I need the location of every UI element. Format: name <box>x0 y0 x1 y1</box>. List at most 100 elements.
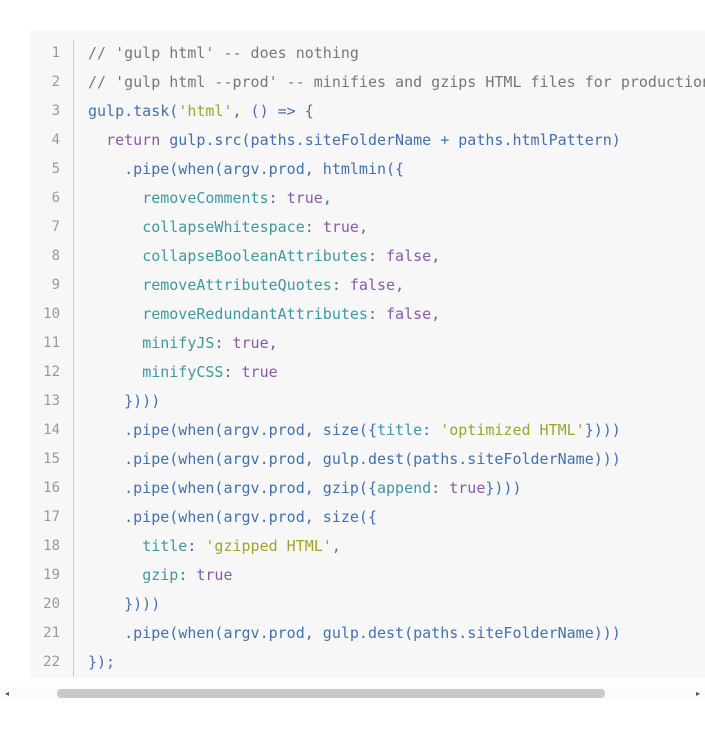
code-token-code: }))) <box>88 392 161 410</box>
horizontal-scrollbar[interactable]: ◂ ▸ <box>0 687 705 700</box>
scrollbar-track[interactable] <box>14 687 691 700</box>
code-token-property: minifyJS <box>142 334 215 352</box>
code-line: 12 minifyCSS: true <box>30 358 705 387</box>
code-line: 9 removeAttributeQuotes: false, <box>30 271 705 300</box>
code-token-property: title <box>376 421 423 439</box>
code-token-property: title <box>142 537 188 555</box>
code-token-code: , <box>322 189 332 207</box>
code-token-code: }))) <box>88 595 161 613</box>
code-token-code: : <box>268 189 287 207</box>
code-text: removeAttributeQuotes: false, <box>74 271 404 300</box>
line-number: 5 <box>30 155 74 184</box>
code-line: 2// 'gulp html --prod' -- minifies and g… <box>30 68 705 97</box>
code-line: 21 .pipe(when(argv.prod, gulp.dest(paths… <box>30 619 705 648</box>
code-token-code: : <box>223 363 242 381</box>
code-token-code: : <box>187 537 206 555</box>
code-line: 20 }))) <box>30 590 705 619</box>
line-number: 7 <box>30 213 74 242</box>
code-token-code: , <box>268 334 278 352</box>
code-token-code: , <box>431 247 441 265</box>
code-token-boolean: false <box>386 305 432 323</box>
code-token-code <box>88 363 142 381</box>
code-line: 16 .pipe(when(argv.prod, gzip({append: t… <box>30 474 705 503</box>
code-text: collapseWhitespace: true, <box>74 213 368 242</box>
code-token-code: gulp.task( <box>88 102 179 120</box>
code-line: 13 }))) <box>30 387 705 416</box>
code-text: }); <box>74 648 115 677</box>
line-number: 22 <box>30 648 74 677</box>
code-token-property: removeComments <box>142 189 269 207</box>
scroll-right-button[interactable]: ▸ <box>695 689 700 698</box>
code-text: .pipe(when(argv.prod, size({ <box>74 503 377 532</box>
code-text: title: 'gzipped HTML', <box>74 532 341 561</box>
code-text: gulp.task('html', () => { <box>74 97 314 126</box>
line-number: 4 <box>30 126 74 155</box>
code-token-code: : <box>331 276 350 294</box>
line-number: 20 <box>30 590 74 619</box>
code-token-string: 'gzipped HTML' <box>205 537 332 555</box>
code-token-code: , <box>431 305 441 323</box>
scroll-left-button[interactable]: ◂ <box>4 689 9 698</box>
line-number: 15 <box>30 445 74 474</box>
code-token-boolean: true <box>241 363 278 381</box>
line-number: 3 <box>30 97 74 126</box>
code-token-code: }))) <box>485 479 522 497</box>
code-text: .pipe(when(argv.prod, gzip({append: true… <box>74 474 521 503</box>
code-text: removeRedundantAttributes: false, <box>74 300 440 329</box>
code-line: 11 minifyJS: true, <box>30 329 705 358</box>
code-text: }))) <box>74 387 160 416</box>
code-line: 14 .pipe(when(argv.prod, size({title: 'o… <box>30 416 705 445</box>
code-text: .pipe(when(argv.prod, gulp.dest(paths.si… <box>74 445 621 474</box>
code-token-property: removeRedundantAttributes <box>142 305 368 323</box>
scrollbar-thumb[interactable] <box>56 689 605 698</box>
line-number: 11 <box>30 329 74 358</box>
code-token-code <box>88 305 142 323</box>
code-token-comment: // 'gulp html' -- does nothing <box>88 44 359 62</box>
code-token-code: .pipe(when(argv.prod, gulp.dest(paths.si… <box>88 450 621 468</box>
code-line: 10 removeRedundantAttributes: false, <box>30 300 705 329</box>
line-number: 21 <box>30 619 74 648</box>
code-token-code: .pipe(when(argv.prod, size({ <box>88 421 377 439</box>
code-token-code: .pipe(when(argv.prod, gulp.dest(paths.si… <box>88 624 621 642</box>
code-token-code: : <box>178 566 197 584</box>
line-number: 6 <box>30 184 74 213</box>
code-token-boolean: true <box>322 218 359 236</box>
code-token-string: 'optimized HTML' <box>440 421 585 439</box>
code-token-property: collapseWhitespace <box>142 218 305 236</box>
code-text: minifyCSS: true <box>74 358 278 387</box>
line-number: 12 <box>30 358 74 387</box>
code-token-code: , <box>395 276 405 294</box>
code-line: 6 removeComments: true, <box>30 184 705 213</box>
code-token-code: : <box>367 305 387 323</box>
line-number: 10 <box>30 300 74 329</box>
code-token-property: collapseBooleanAttributes <box>142 247 368 265</box>
code-token-property: minifyCSS <box>142 363 224 381</box>
line-number: 2 <box>30 68 74 97</box>
code-text: gzip: true <box>74 561 233 590</box>
code-token-keyword: return <box>106 131 161 149</box>
line-number: 19 <box>30 561 74 590</box>
code-text: collapseBooleanAttributes: false, <box>74 242 440 271</box>
code-text: .pipe(when(argv.prod, size({title: 'opti… <box>74 416 621 445</box>
code-text: removeComments: true, <box>74 184 332 213</box>
code-line: 18 title: 'gzipped HTML', <box>30 532 705 561</box>
code-token-code: .pipe(when(argv.prod, htmlmin({ <box>88 160 405 178</box>
code-token-boolean: true <box>196 566 233 584</box>
code-line: 22}); <box>30 648 705 677</box>
code-token-code: }); <box>88 653 116 671</box>
code-line: 17 .pipe(when(argv.prod, size({ <box>30 503 705 532</box>
code-token-code: : <box>422 421 441 439</box>
code-token-boolean: true <box>232 334 269 352</box>
line-number: 9 <box>30 271 74 300</box>
code-token-code: , <box>358 218 368 236</box>
code-token-code: .pipe(when(argv.prod, gzip({ <box>88 479 377 497</box>
code-text: // 'gulp html --prod' -- minifies and gz… <box>74 68 705 97</box>
line-number: 13 <box>30 387 74 416</box>
code-token-code: : <box>431 479 450 497</box>
code-token-code <box>88 247 142 265</box>
code-text: }))) <box>74 590 160 619</box>
line-number: 8 <box>30 242 74 271</box>
